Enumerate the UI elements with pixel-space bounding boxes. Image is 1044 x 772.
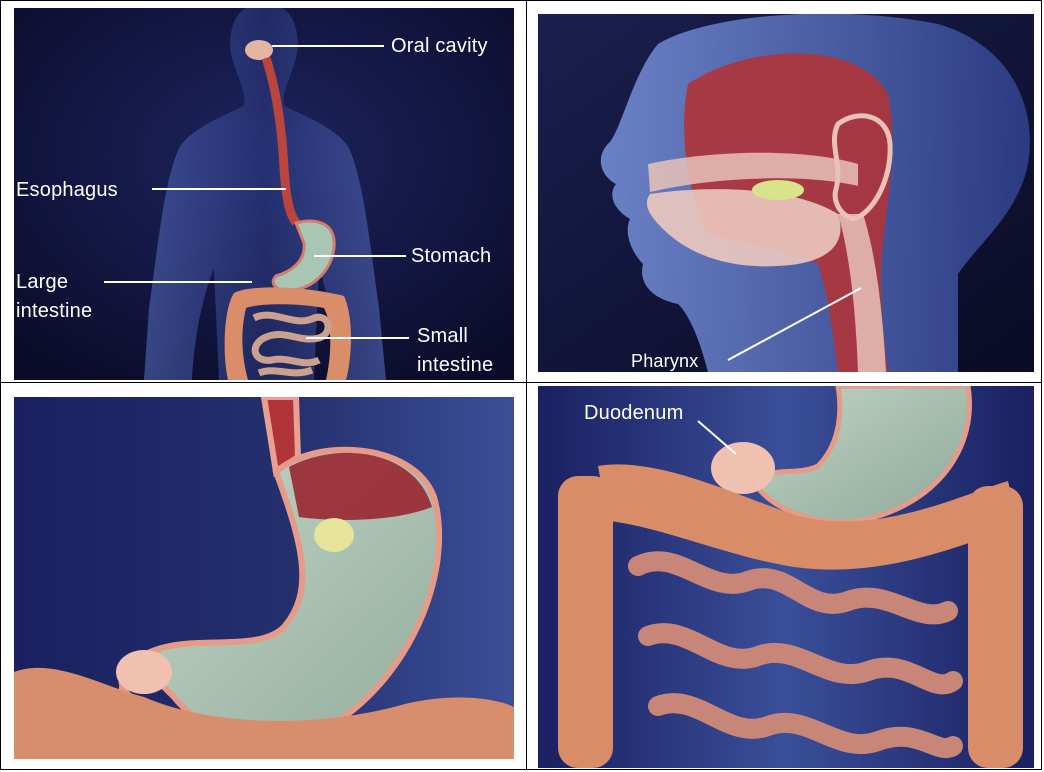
stomach-closeup-illustration <box>14 397 514 759</box>
duodenum-shape <box>711 442 775 494</box>
pylorus-shape <box>116 650 172 694</box>
panel-stomach-closeup <box>14 397 514 759</box>
panel-head-pharynx: Pharynx <box>538 14 1034 372</box>
label-small-intestine-line1: Small <box>417 325 468 348</box>
label-esophagus: Esophagus <box>16 179 118 202</box>
label-stomach: Stomach <box>411 245 491 268</box>
label-duodenum: Duodenum <box>584 402 683 425</box>
label-large-intestine-line2: intestine <box>16 300 92 323</box>
oral-cavity-shape <box>245 40 273 60</box>
label-large-intestine-line1: Large <box>16 271 68 294</box>
panel-duodenum-intestines: Duodenum <box>538 386 1034 768</box>
label-pharynx: Pharynx <box>631 350 698 372</box>
horizontal-divider <box>0 382 1042 383</box>
ascending-colon-shape <box>558 476 613 768</box>
food-bolus-shape <box>752 180 804 200</box>
food-bolus-shape <box>314 518 354 552</box>
label-small-intestine-line2: intestine <box>417 354 493 377</box>
head-pharynx-illustration <box>538 14 1034 372</box>
label-oral-cavity: Oral cavity <box>391 35 488 58</box>
duodenum-intestines-illustration <box>538 386 1034 768</box>
panel-digestive-overview: Oral cavity Esophagus Stomach Large inte… <box>14 8 514 380</box>
vertical-divider <box>526 0 527 770</box>
descending-colon-shape <box>968 486 1023 768</box>
